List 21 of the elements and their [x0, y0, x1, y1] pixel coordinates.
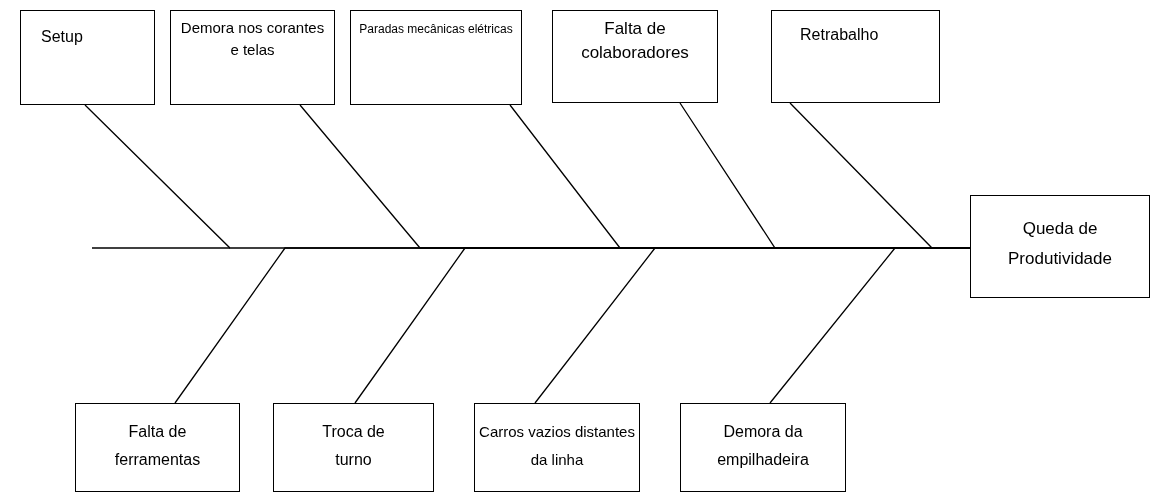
box-label: Paradas mecânicas elétricas [359, 22, 513, 36]
box-label: Demora da empilhadeira [717, 423, 809, 468]
box-label: Carros vazios distantes da linha [479, 423, 635, 468]
cause-box [170, 10, 335, 105]
cause-box [273, 403, 434, 492]
cause-box [350, 10, 522, 105]
cause-box [474, 403, 640, 492]
effect-box [970, 195, 1150, 298]
box-label: Queda de Produtividade [1008, 219, 1112, 268]
box-label: Retrabalho [800, 26, 879, 43]
box-label: Troca de turno [322, 423, 385, 468]
fishbone-line [769, 247, 971, 404]
cause-box [75, 403, 240, 492]
cause-box [680, 403, 846, 492]
box-label: Demora nos corantes e telas [180, 19, 325, 58]
box-label: Falta de ferramentas [114, 423, 201, 468]
cause-box [20, 10, 155, 105]
box-label: Falta de colaboradores [581, 19, 689, 62]
cause-box [771, 10, 940, 103]
cause-box [552, 10, 718, 103]
box-label: Setup [41, 28, 83, 45]
